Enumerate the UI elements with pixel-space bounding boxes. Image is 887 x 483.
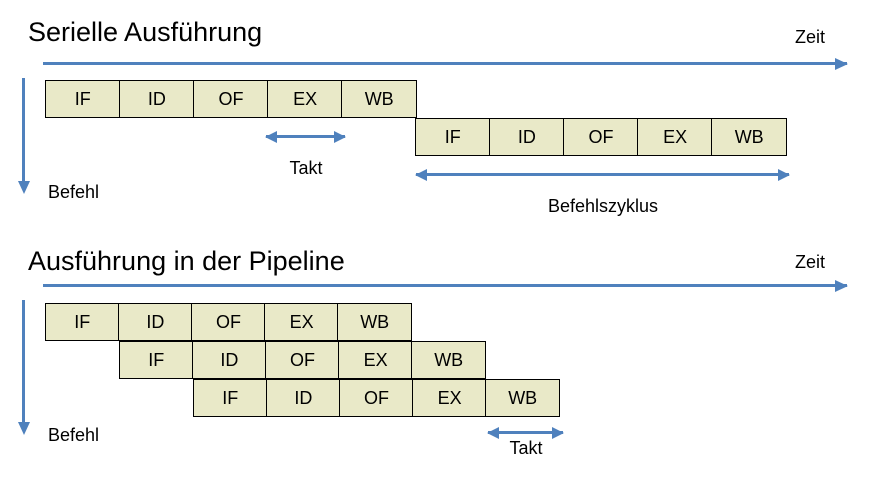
pipeline-time-axis-label: Zeit <box>795 252 826 272</box>
stage-cell: EX <box>412 379 487 417</box>
serial-instruction-axis-arrow <box>22 78 25 183</box>
serial-takt-measure-arrow <box>266 135 345 138</box>
stage-cell: OF <box>191 303 266 341</box>
pipeline-time-axis-arrow <box>43 284 847 287</box>
stage-cell: ID <box>118 303 193 341</box>
pipeline-takt-label: Takt <box>509 438 543 458</box>
serial-instruction-axis-text: Befehl <box>48 182 100 202</box>
serial-instruction-row-1: IF ID OF EX WB <box>45 80 417 118</box>
pipeline-instruction-row-3: IF ID OF EX WB <box>193 379 560 417</box>
stage-cell: WB <box>341 80 417 118</box>
pipeline-takt-measure-arrow <box>488 431 563 434</box>
serial-befehlszyklus-label: Befehlszyklus <box>547 196 659 216</box>
serial-instruction-row-2: IF ID OF EX WB <box>415 118 787 156</box>
stage-cell: IF <box>193 379 268 417</box>
serial-time-axis-label: Zeit <box>795 27 826 47</box>
stage-cell: WB <box>411 341 486 379</box>
stage-cell: ID <box>266 379 341 417</box>
serial-befehlszyklus-measure-arrow <box>416 173 789 176</box>
pipeline-instruction-row-2: IF ID OF EX WB <box>119 341 486 379</box>
stage-cell: EX <box>264 303 339 341</box>
stage-cell: EX <box>338 341 413 379</box>
stage-cell: EX <box>267 80 343 118</box>
stage-cell: OF <box>339 379 414 417</box>
stage-cell: IF <box>45 80 121 118</box>
pipeline-section-title: Ausführung in der Pipeline <box>28 246 345 276</box>
stage-cell: IF <box>415 118 491 156</box>
stage-cell: OF <box>563 118 639 156</box>
stage-cell: WB <box>337 303 412 341</box>
stage-cell: WB <box>485 379 560 417</box>
stage-cell: IF <box>119 341 194 379</box>
serial-section-title: Serielle Ausführung <box>28 17 263 47</box>
stage-cell: ID <box>192 341 267 379</box>
stage-cell: EX <box>637 118 713 156</box>
pipeline-instruction-axis-arrow <box>22 300 25 424</box>
stage-cell: ID <box>119 80 195 118</box>
pipeline-instruction-axis-text: Befehl <box>48 425 100 445</box>
serial-time-axis-arrow <box>43 62 847 65</box>
pipeline-instruction-row-1: IF ID OF EX WB <box>45 303 412 341</box>
stage-cell: ID <box>489 118 565 156</box>
stage-cell: OF <box>193 80 269 118</box>
serial-takt-label: Takt <box>289 158 323 178</box>
stage-cell: IF <box>45 303 120 341</box>
stage-cell: WB <box>711 118 787 156</box>
stage-cell: OF <box>265 341 340 379</box>
